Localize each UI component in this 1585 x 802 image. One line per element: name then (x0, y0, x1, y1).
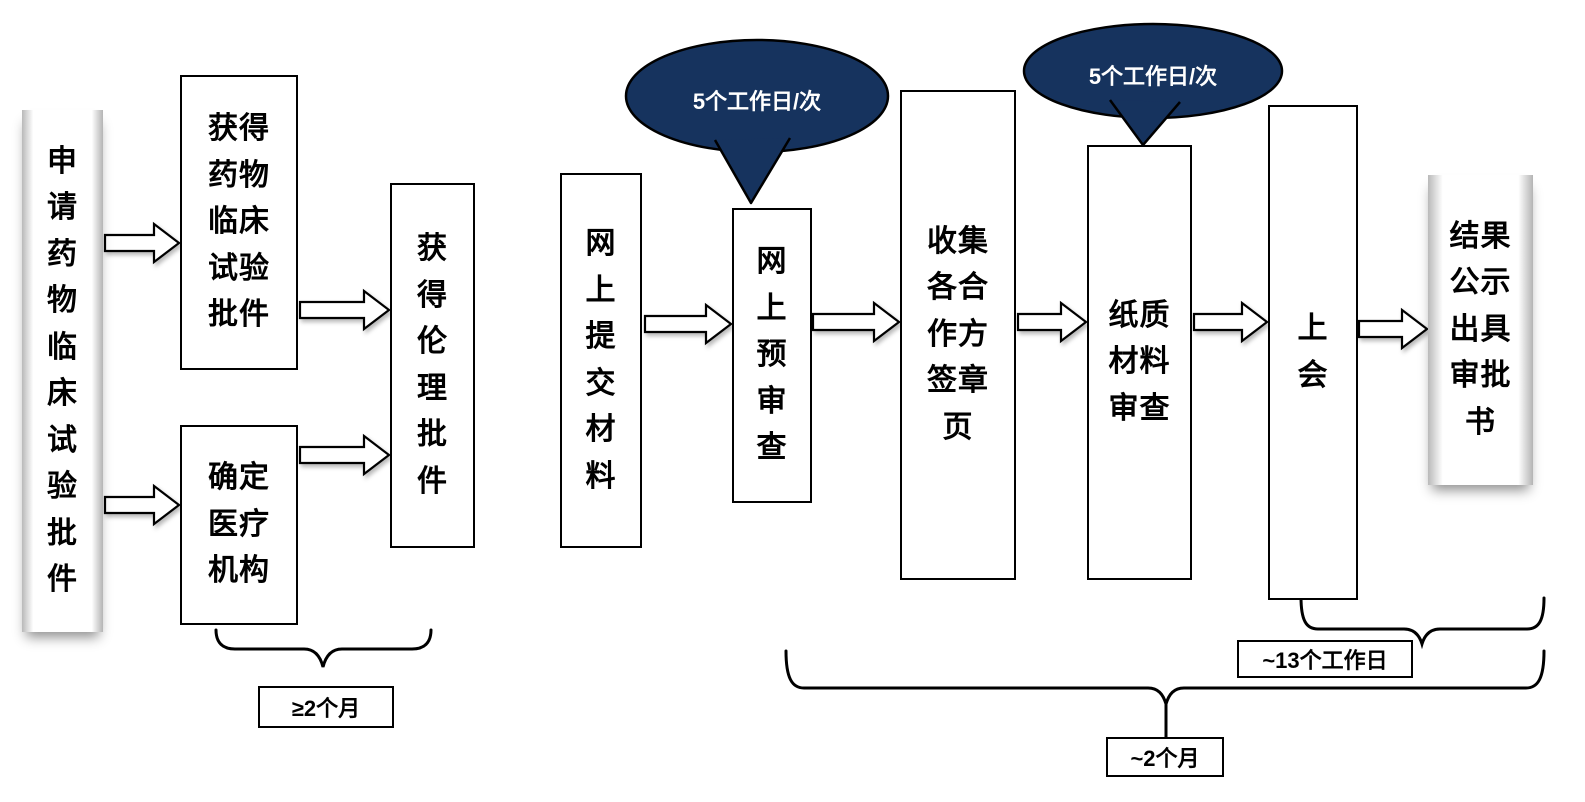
node-paper-material-review: 纸质 材料 审查 (1087, 145, 1192, 580)
callout-pre-review-text: 5个工作日/次 (692, 89, 822, 114)
duration-ethics-stage: ≥2个月 (258, 686, 394, 728)
node-online-submit-materials-label: 网 上 提 交 材 料 (585, 227, 617, 493)
node-online-pre-review-label: 网 上 预 审 查 (756, 245, 788, 465)
node-apply-clinical-trial-approval: 申 请 药 物 临 床 试 验 批 件 (22, 110, 103, 632)
bracket-meeting-stage (1299, 595, 1546, 650)
callout-paper-review-shape (1022, 22, 1284, 147)
brace-ethics-stage (214, 628, 433, 668)
duration-meeting-stage: ~13个工作日 (1237, 640, 1413, 678)
arrow-apply-to-institution (103, 483, 181, 527)
node-collect-partner-signature-pages-label: 收集 各合 作方 签章 页 (927, 224, 989, 444)
duration-review-stage-text: ~2个月 (1130, 746, 1200, 771)
node-online-submit-materials: 网 上 提 交 材 料 (560, 173, 642, 548)
arrow-apply-to-obtain-approval (103, 221, 181, 265)
node-obtain-drug-trial-approval: 获得 药物 临床 试验 批件 (180, 75, 298, 370)
arrow-prereview-to-collect (811, 300, 901, 344)
callout-pre-review-shape (624, 38, 890, 205)
node-confirm-medical-institution-label: 确定 医疗 机构 (208, 461, 270, 588)
node-committee-meeting-label: 上 会 (1297, 312, 1329, 392)
arrow-institution-to-ethics (298, 433, 391, 477)
node-online-pre-review: 网 上 预 审 查 (732, 208, 812, 503)
arrow-submit-to-prereview (643, 302, 733, 346)
node-committee-meeting: 上 会 (1268, 105, 1358, 600)
node-obtain-drug-trial-approval-label: 获得 药物 临床 试验 批件 (208, 112, 270, 332)
node-apply-clinical-trial-approval-label: 申 请 药 物 临 床 试 验 批 件 (47, 144, 78, 597)
node-obtain-ethics-approval: 获 得 伦 理 批 件 (390, 183, 475, 548)
arrow-collect-to-paper-review (1016, 300, 1088, 344)
duration-meeting-stage-text: ~13个工作日 (1262, 648, 1388, 673)
duration-review-stage: ~2个月 (1106, 737, 1224, 777)
node-paper-material-review-label: 纸质 材料 审查 (1108, 298, 1171, 425)
node-obtain-ethics-approval-label: 获 得 伦 理 批 件 (417, 232, 448, 498)
arrow-meeting-to-result (1357, 307, 1429, 351)
node-confirm-medical-institution: 确定 医疗 机构 (180, 425, 298, 625)
arrow-paper-review-to-meeting (1192, 300, 1269, 344)
callout-paper-review-text: 5个工作日/次 (1088, 64, 1218, 89)
node-result-publication-approval-label: 结果 公示 出具 审批 书 (1449, 219, 1512, 439)
bracket-review-stage (784, 649, 1546, 710)
node-result-publication-approval: 结果 公示 出具 审批 书 (1428, 175, 1533, 485)
arrow-obtain-approval-to-ethics (298, 288, 391, 332)
node-collect-partner-signature-pages: 收集 各合 作方 签章 页 (900, 90, 1016, 580)
duration-ethics-stage-text: ≥2个月 (291, 696, 361, 721)
